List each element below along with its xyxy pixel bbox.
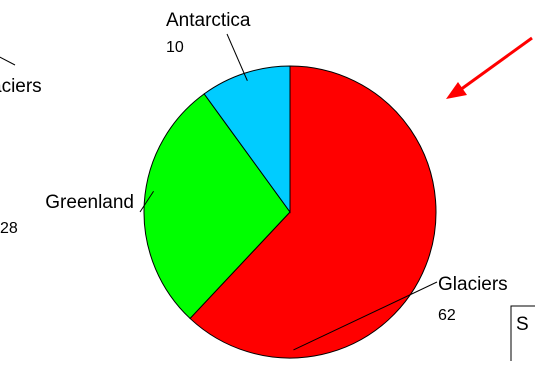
- pie-slice-greenland: [143, 93, 291, 320]
- cropped-label-left: aciers: [0, 76, 42, 97]
- leader-line-glaciers: [293, 281, 438, 351]
- arrow-icon: [446, 36, 533, 99]
- cropped-text-box-label: S: [516, 314, 529, 335]
- pie-slice-antarctica: [203, 65, 291, 214]
- slice-label-greenland: Greenland: [45, 192, 134, 213]
- leader-lines: [139, 33, 438, 351]
- cropped-leader-line: [0, 56, 16, 66]
- leader-line-greenland: [139, 190, 154, 213]
- pie-slices: [143, 65, 437, 359]
- slice-label-antarctica: Antarctica: [166, 10, 251, 31]
- pie-slice-glaciers: [189, 65, 437, 359]
- slice-label-glaciers: Glaciers: [438, 274, 508, 295]
- slice-value-greenland: 28: [0, 220, 18, 237]
- slice-value-antarctica: 10: [166, 39, 184, 56]
- leader-line-antarctica: [226, 33, 248, 81]
- slice-labels: Glaciers 62 Greenland 28 Antarctica 10: [0, 10, 508, 324]
- slice-value-glaciers: 62: [438, 307, 456, 324]
- cropped-text-box: [510, 305, 535, 366]
